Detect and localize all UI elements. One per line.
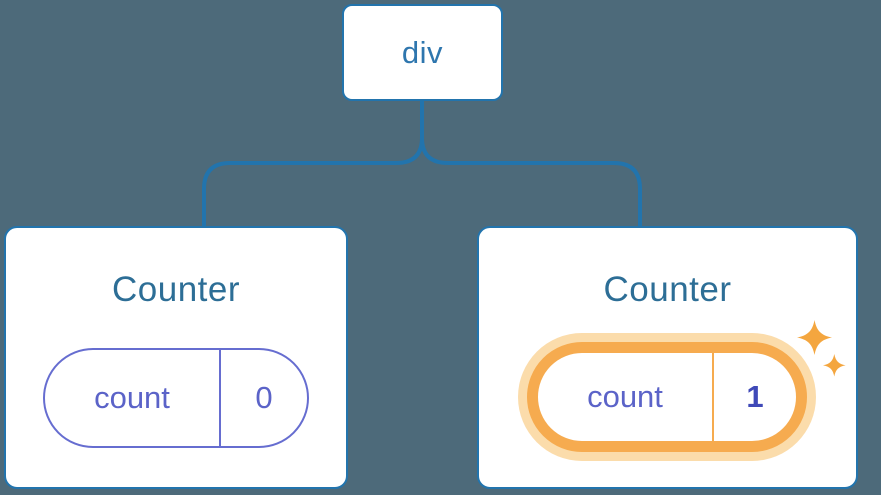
root-node-label: div: [401, 34, 444, 70]
state-pill: count 0: [43, 348, 309, 448]
sparkle-large: [797, 320, 833, 356]
state-key: count: [94, 380, 170, 415]
root-node-div: div: [342, 4, 503, 101]
state-value: 0: [255, 380, 273, 415]
pill-divider: [219, 350, 221, 446]
state-key: count: [587, 379, 663, 414]
counter-title: Counter: [603, 270, 732, 309]
pill-divider: [712, 353, 714, 441]
connector-left-branch: [202, 101, 424, 228]
counter-card-right: Counter count 1: [477, 226, 858, 489]
tree-connector-lines: [202, 101, 642, 228]
connector-right-branch: [420, 101, 642, 228]
sparkle-small: [823, 354, 846, 377]
sparkles-icon: [797, 320, 846, 377]
state-value: 1: [746, 379, 764, 414]
state-pill-highlighted: count 1: [527, 342, 807, 452]
counter-card-left: Counter count 0: [4, 226, 348, 489]
counter-title: Counter: [111, 270, 241, 309]
